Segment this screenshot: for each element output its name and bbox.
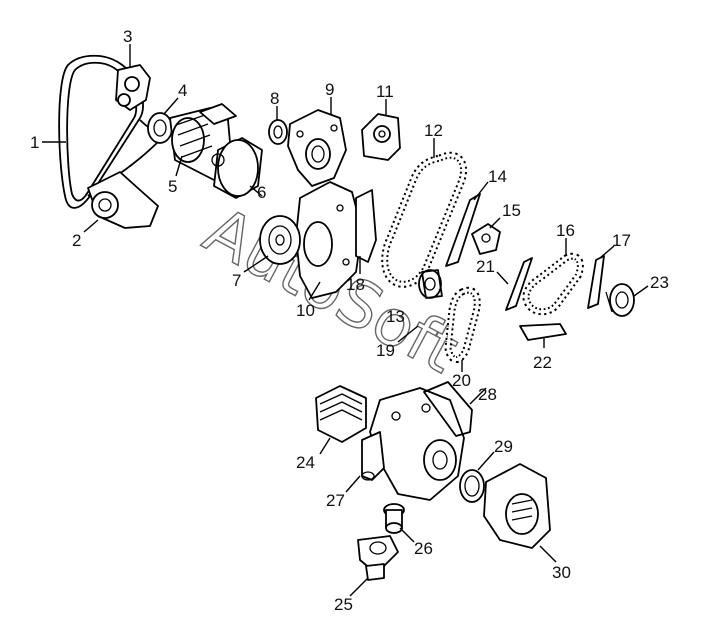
oil-pump-housing	[361, 387, 465, 501]
sprocket-13	[418, 269, 443, 299]
housing-gasket	[423, 381, 473, 437]
callout-26: 26	[414, 539, 433, 558]
callout-9: 9	[325, 80, 334, 99]
coolant-fitting-26	[383, 503, 405, 534]
callout-21: 21	[476, 257, 495, 276]
thermostat-seal	[459, 469, 485, 503]
sprocket-23	[605, 283, 635, 317]
callout-15: 15	[502, 201, 521, 220]
oil-cooler	[315, 385, 367, 443]
callout-12: 12	[424, 121, 443, 140]
callout-18: 18	[346, 275, 365, 294]
callout-6: 6	[257, 183, 266, 202]
callout-23: 23	[650, 273, 669, 292]
camshaft-seal	[268, 119, 288, 145]
lower-timing-cover	[295, 181, 363, 299]
callout-16: 16	[556, 221, 575, 240]
callout-labels: 1 2 3 4 5 6 7 8 9 10 11 12 13 14 15 16 1…	[30, 27, 669, 614]
chain-guide-17	[587, 255, 605, 309]
oil-pump-chain	[522, 252, 584, 316]
chain-guide-21	[505, 257, 533, 311]
camshaft-bracket	[361, 113, 401, 161]
thermostat-housing	[483, 463, 551, 549]
alternator	[147, 103, 263, 199]
callout-14: 14	[488, 167, 507, 186]
callout-4: 4	[178, 81, 187, 100]
callout-8: 8	[270, 89, 279, 108]
chain-rail-22	[519, 323, 567, 341]
crankshaft-pulley	[259, 215, 301, 265]
coolant-pipe-25	[357, 535, 399, 581]
callout-11: 11	[376, 82, 394, 101]
callout-13: 13	[386, 307, 405, 326]
upper-timing-cover	[287, 109, 347, 187]
callout-17: 17	[612, 231, 631, 250]
timing-cover-gasket	[355, 189, 377, 263]
secondary-chain	[444, 286, 481, 363]
tensioner-bracket	[87, 171, 159, 229]
callout-10: 10	[296, 301, 315, 320]
callout-22: 22	[533, 353, 552, 372]
callout-27: 27	[326, 491, 345, 510]
callout-30: 30	[552, 563, 571, 582]
leader-lines	[42, 44, 649, 597]
callout-28: 28	[478, 385, 497, 404]
callout-24: 24	[296, 453, 315, 472]
callout-19: 19	[376, 341, 395, 360]
callout-25: 25	[334, 595, 353, 614]
callout-20: 20	[452, 371, 471, 390]
belt-tensioner	[115, 64, 151, 111]
callout-3: 3	[123, 27, 132, 46]
callout-29: 29	[494, 437, 513, 456]
callout-2: 2	[72, 231, 81, 250]
primary-timing-chain	[381, 151, 467, 288]
callout-1: 1	[30, 133, 39, 152]
chain-tensioner-15	[471, 223, 501, 255]
callout-7: 7	[232, 271, 241, 290]
callout-5: 5	[168, 177, 177, 196]
